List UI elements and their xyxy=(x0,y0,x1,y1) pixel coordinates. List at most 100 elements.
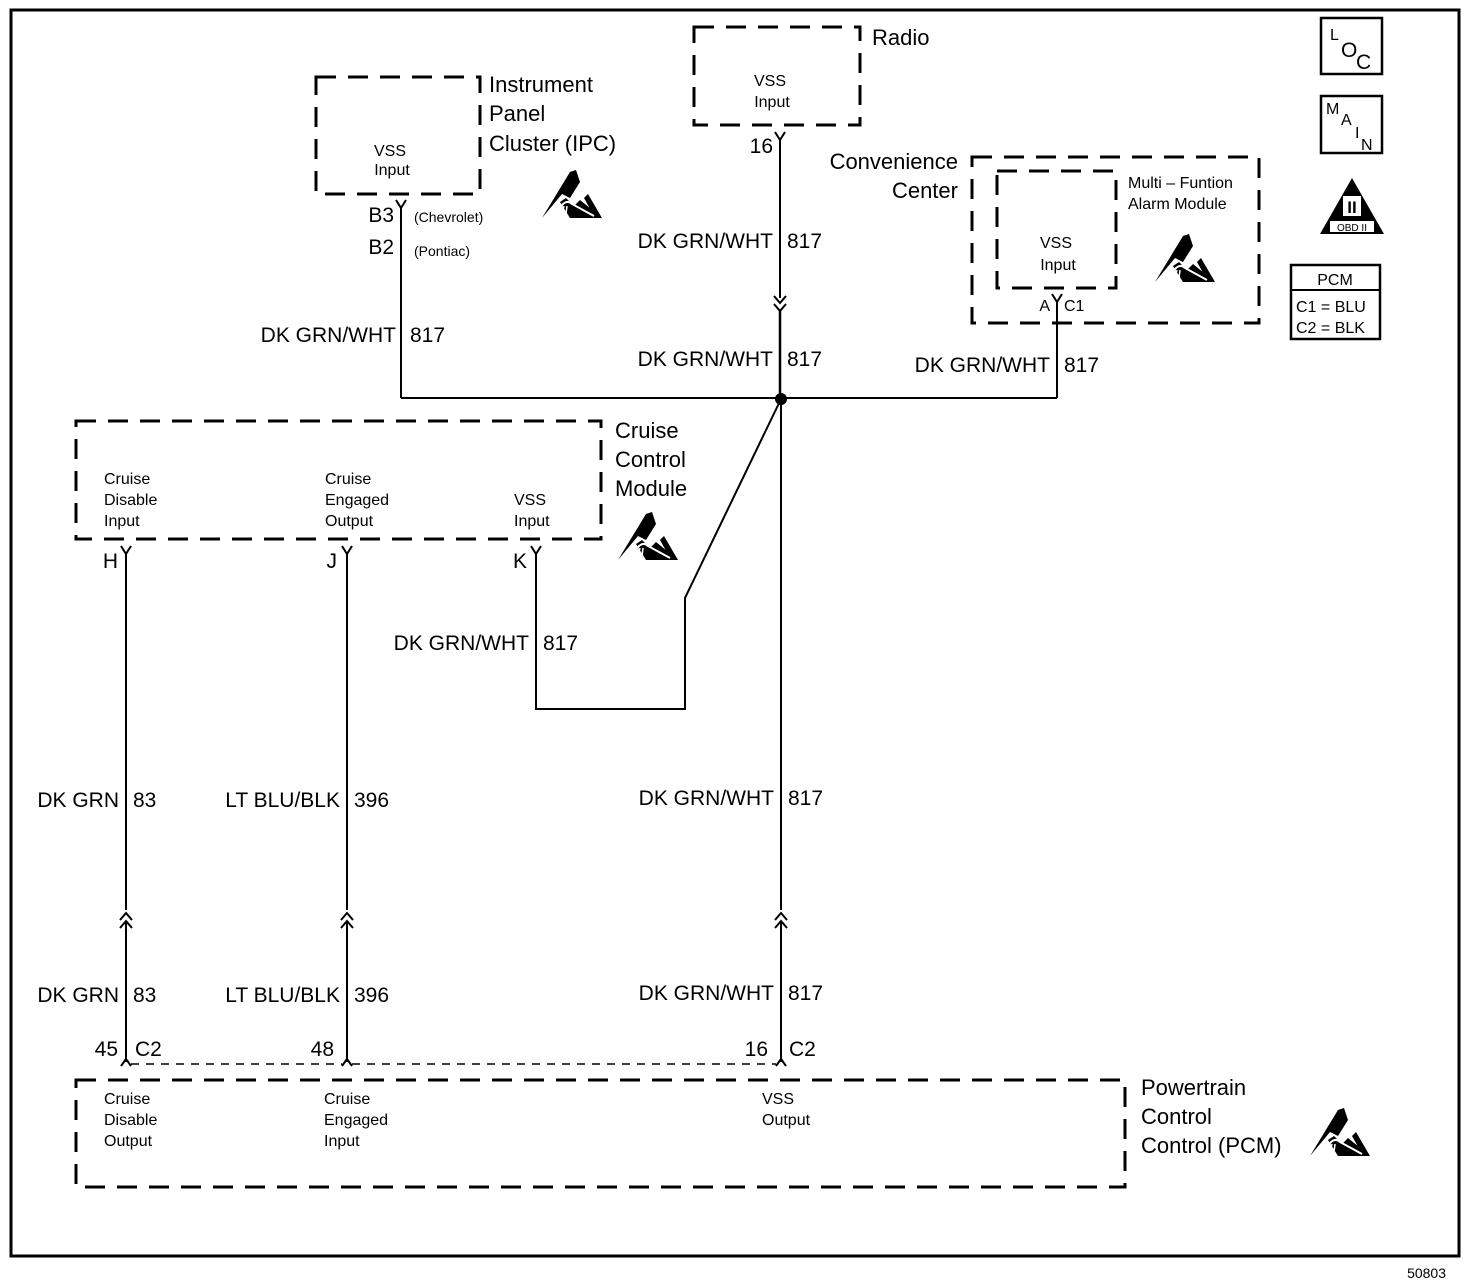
wire-circuit-pcm-vss-upper: 817 xyxy=(788,787,823,810)
main-icon[interactable]: M A I N xyxy=(1319,94,1384,155)
wire-circuit-alarm: 817 xyxy=(1064,354,1099,377)
cruise-terminal-k: K xyxy=(513,550,527,573)
radio-component: VSS Input Radio 16 xyxy=(692,25,929,298)
cruise-title-2: Control xyxy=(615,447,686,472)
pcm-terminal-45: 45 xyxy=(95,1038,118,1061)
pcm-pin-48-label-2: Engaged xyxy=(324,1112,388,1129)
svg-text:A: A xyxy=(1341,112,1352,129)
pcm-title-3: Control (PCM) xyxy=(1141,1133,1282,1158)
pcm-male-terminal xyxy=(341,1057,353,1067)
esd-sensitive-icon xyxy=(617,511,679,561)
alarm-connector: C1 xyxy=(1064,298,1085,315)
ipc-title-1: Instrument xyxy=(489,72,593,97)
radio-title: Radio xyxy=(872,25,929,50)
ipc-box xyxy=(314,75,482,196)
pcm-terminal-16: 16 xyxy=(745,1038,768,1061)
cruise-pin-k-label-2: Input xyxy=(514,513,550,530)
ipc-pin-label-1: VSS xyxy=(374,143,406,160)
cruise-title-1: Cruise xyxy=(615,418,679,443)
figure-id: 50803 xyxy=(1407,1265,1446,1281)
ipc-terminal-b2: B2 xyxy=(368,236,394,259)
cruise-pin-h-label-1: Cruise xyxy=(104,471,150,488)
svg-text:I: I xyxy=(1355,125,1359,142)
cruise-k-terminal-wire xyxy=(530,398,782,710)
cruise-pin-j-label-2: Engaged xyxy=(325,492,389,509)
cruise-terminal-h: H xyxy=(103,550,118,573)
loc-icon[interactable]: L O C xyxy=(1319,16,1384,76)
esd-sensitive-icon xyxy=(1154,233,1216,283)
alarm-module-title-2: Alarm Module xyxy=(1128,196,1227,213)
pcm-connector-c2-left: C2 xyxy=(135,1038,162,1061)
pcm-pin-45-label-1: Cruise xyxy=(104,1091,150,1108)
cruise-title-3: Module xyxy=(615,476,687,501)
pcm-box xyxy=(74,1078,1127,1189)
alarm-female-terminal xyxy=(1051,293,1063,398)
pcm-pin-16-label-2: Output xyxy=(762,1112,811,1129)
pcm-title-1: Powertrain xyxy=(1141,1075,1246,1100)
alarm-module-title-1: Multi – Funtion xyxy=(1128,175,1233,192)
wire-circuit-cruise-vss: 817 xyxy=(543,632,578,655)
wire-color-cruise-vss: DK GRN/WHT xyxy=(394,632,529,655)
pcm-pin-16-label-1: VSS xyxy=(762,1091,794,1108)
pcm-pin-48-label-1: Cruise xyxy=(324,1091,370,1108)
wire-color-pcm-vss-upper: DK GRN/WHT xyxy=(639,787,774,810)
ipc-component: VSS Input Instrument Panel Cluster (IPC)… xyxy=(314,72,616,398)
wire-color-pcm-vss-lower: DK GRN/WHT xyxy=(639,982,774,1005)
pcm-male-terminal xyxy=(120,1057,132,1067)
cruise-pin-j-label-3: Output xyxy=(325,513,374,530)
pcm-legend-c1: C1 = BLU xyxy=(1296,299,1366,316)
wire-color-cruise-disable-upper: DK GRN xyxy=(37,789,119,812)
pcm-title-2: Control xyxy=(1141,1104,1212,1129)
svg-text:L: L xyxy=(1330,27,1339,44)
convenience-center-box xyxy=(970,155,1261,325)
wire-circuit-cruise-engaged-upper: 396 xyxy=(354,789,389,812)
alarm-terminal: A xyxy=(1039,298,1050,315)
pcm-pin-45-label-2: Disable xyxy=(104,1112,157,1129)
svg-text:II: II xyxy=(1347,198,1356,217)
convenience-center-component: Convenience Center Multi – Funtion Alarm… xyxy=(830,149,1261,398)
ipc-terminal-b3-note: (Chevrolet) xyxy=(414,209,483,225)
cruise-module-box xyxy=(74,419,603,541)
cruise-pin-h-label-3: Input xyxy=(104,513,140,530)
svg-text:O: O xyxy=(1341,39,1357,62)
wire-circuit-pcm-vss-lower: 817 xyxy=(788,982,823,1005)
pcm-connector-legend: PCM C1 = BLU C2 = BLK xyxy=(1289,263,1382,341)
alarm-module-box xyxy=(995,169,1118,290)
wire-color-cruise-disable-lower: DK GRN xyxy=(37,984,119,1007)
ipc-terminal-b3: B3 xyxy=(368,204,394,227)
cruise-terminal-j: J xyxy=(327,550,338,573)
cruise-control-module-component: Cruise Control Module Cruise Disable Inp… xyxy=(74,398,782,910)
svg-text:OBD II: OBD II xyxy=(1337,223,1367,234)
wire-color-radio-lower: DK GRN/WHT xyxy=(638,348,773,371)
radio-box xyxy=(692,25,862,127)
cruise-j-terminal-wire xyxy=(341,545,353,910)
pcm-component: 45 C2 48 16 C2 Cruise Disable Output Cru… xyxy=(74,1038,1372,1189)
wire-color-cruise-engaged-upper: LT BLU/BLK xyxy=(225,789,340,812)
obd-ii-icon[interactable]: II OBD II xyxy=(1320,178,1384,234)
wire-circuit-radio-lower: 817 xyxy=(787,348,822,371)
wire-circuit-radio: 817 xyxy=(787,230,822,253)
alarm-pin-label-2: Input xyxy=(1040,257,1076,274)
wire-color-ipc: DK GRN/WHT xyxy=(261,324,396,347)
svg-text:M: M xyxy=(1326,101,1339,118)
inline-connector-icon xyxy=(340,911,354,929)
pcm-male-terminal xyxy=(775,1057,787,1067)
wire-color-radio: DK GRN/WHT xyxy=(638,230,773,253)
cruise-pin-j-label-1: Cruise xyxy=(325,471,371,488)
radio-female-terminal xyxy=(774,131,786,298)
svg-text:C: C xyxy=(1356,51,1371,74)
esd-sensitive-icon xyxy=(541,169,603,219)
convenience-title-2: Center xyxy=(892,178,958,203)
wire-color-cruise-engaged-lower: LT BLU/BLK xyxy=(225,984,340,1007)
wire-circuit-ipc: 817 xyxy=(410,324,445,347)
esd-sensitive-icon xyxy=(1308,1106,1372,1158)
convenience-title-1: Convenience xyxy=(830,149,958,174)
ipc-pin-label-2: Input xyxy=(374,162,410,179)
cruise-pin-h-label-2: Disable xyxy=(104,492,157,509)
radio-pin-label-1: VSS xyxy=(754,73,786,90)
pcm-legend-c2: C2 = BLK xyxy=(1296,320,1365,337)
cruise-h-terminal-wire xyxy=(120,545,132,910)
ipc-female-terminal xyxy=(395,199,407,398)
cruise-pin-k-label-1: VSS xyxy=(514,492,546,509)
